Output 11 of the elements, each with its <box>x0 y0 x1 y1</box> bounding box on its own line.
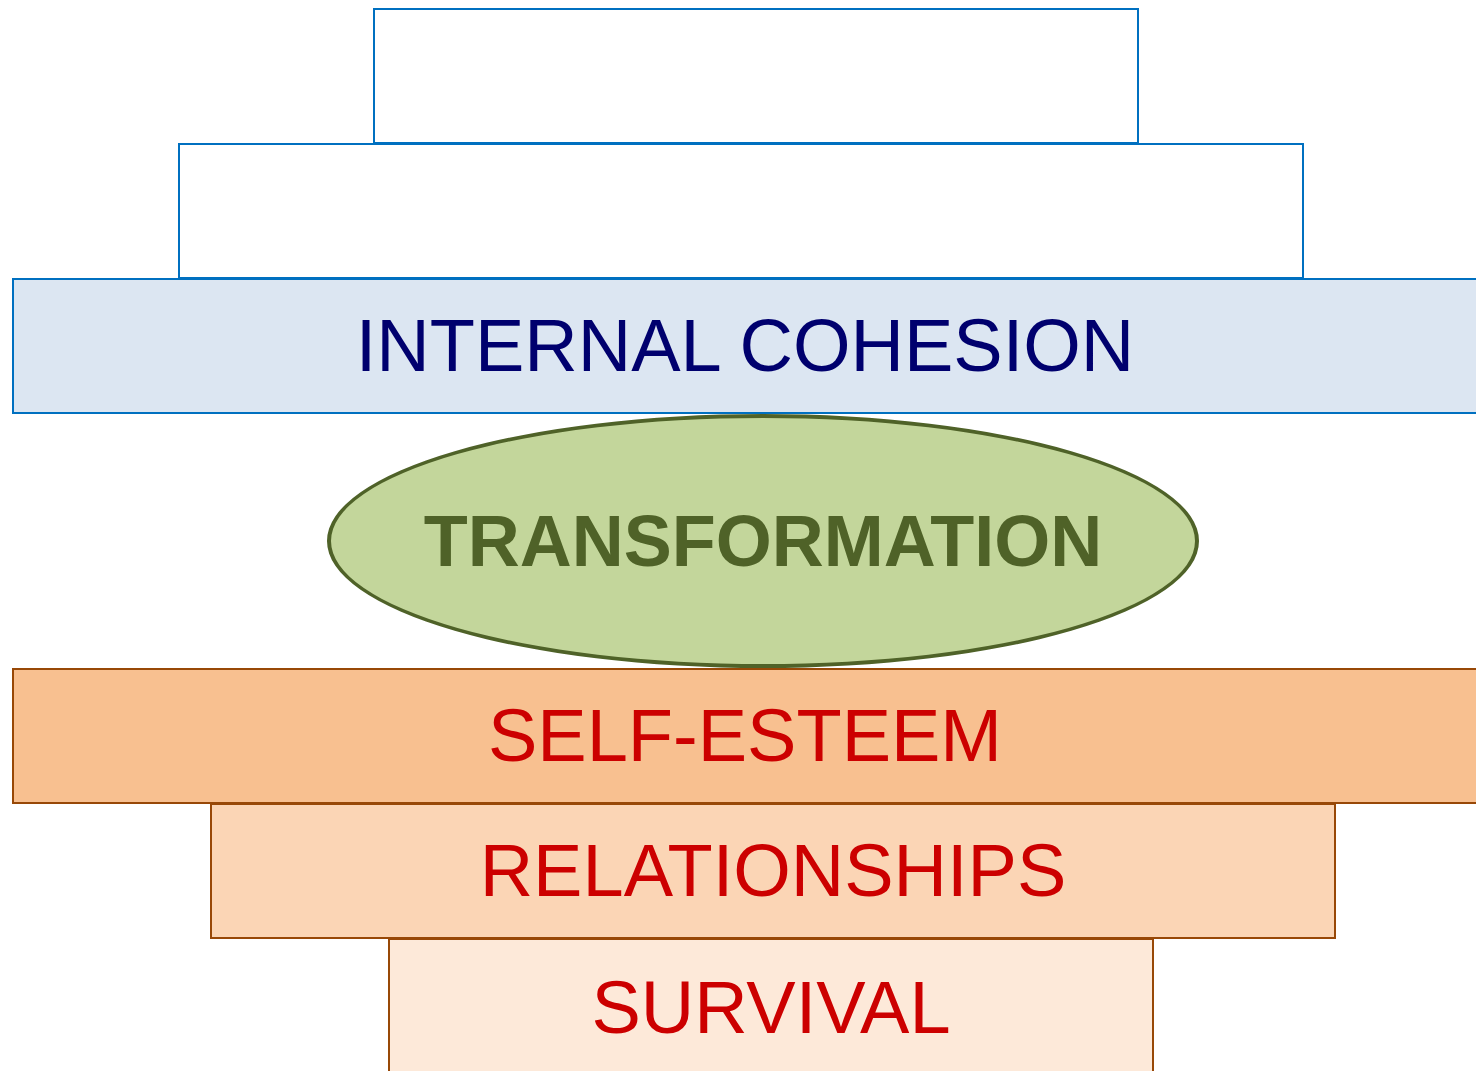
tier-label: SELF-ESTEEM <box>488 699 1002 773</box>
tier-label: TRANSFORMATION <box>423 505 1103 577</box>
tier-label: SURVIVAL <box>591 971 951 1045</box>
tier-label: RELATIONSHIPS <box>479 834 1067 908</box>
empty-box <box>178 143 1304 279</box>
pyramid-tier <box>12 668 1476 804</box>
pyramid-tier <box>12 278 1476 414</box>
pyramid-tier <box>388 938 1154 1071</box>
pyramid-tier <box>210 803 1336 939</box>
empty-box <box>373 8 1139 144</box>
tier-label: INTERNAL COHESION <box>355 309 1135 383</box>
